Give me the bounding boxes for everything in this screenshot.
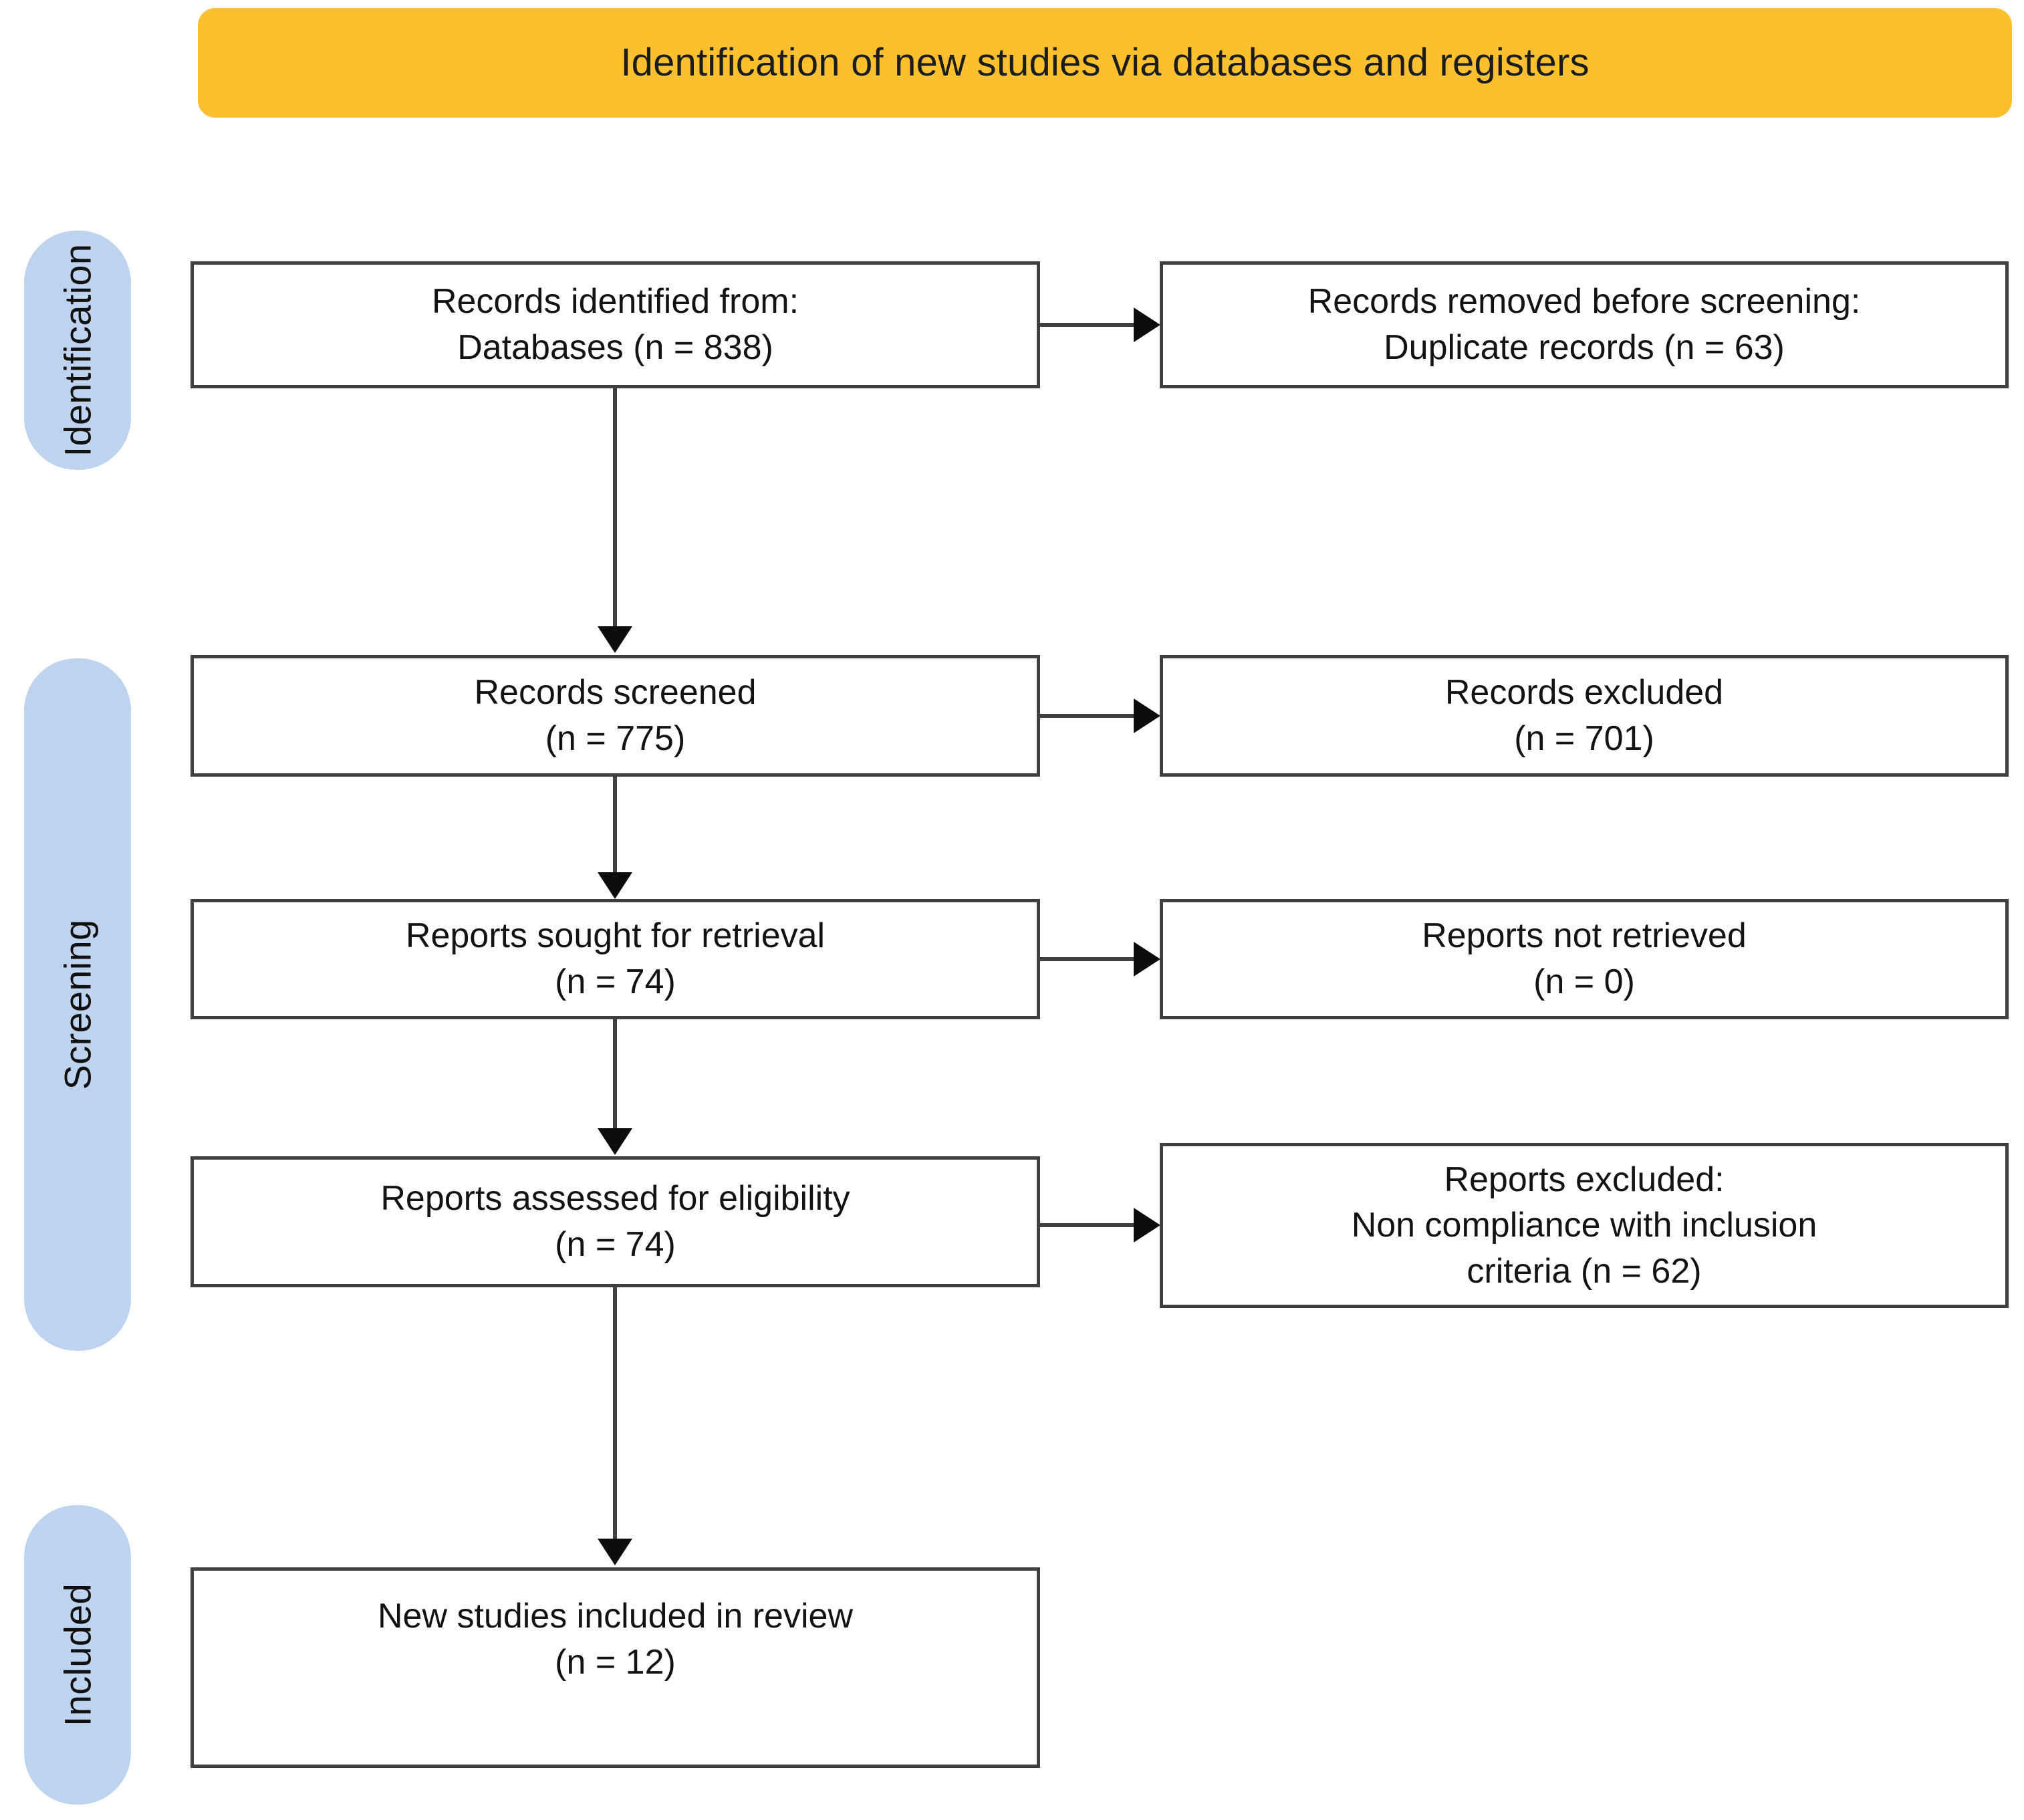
box-records-identified: Records identified from: Databases (n = … <box>191 261 1040 388</box>
connector-assessed-to-included <box>613 1287 617 1540</box>
connector-sought-to-assessed <box>613 1019 617 1130</box>
arrowhead-identified-to-removed <box>1134 307 1160 342</box>
box-reports-not-retrieved-line2: (n = 0) <box>1533 962 1635 1001</box>
arrowhead-assessed-to-included <box>598 1539 632 1565</box>
box-records-screened-line2: (n = 775) <box>545 719 686 758</box>
stage-pill-screening: Screening <box>24 658 131 1351</box>
box-reports-excluded-line2: Non compliance with inclusion <box>1351 1206 1817 1245</box>
connector-screened-to-excluded <box>1040 714 1135 718</box>
stage-label-screening: Screening <box>56 919 99 1090</box>
arrowhead-screened-to-sought <box>598 872 632 899</box>
box-reports-excluded-line1: Reports excluded: <box>1444 1160 1725 1199</box>
box-records-excluded-line2: (n = 701) <box>1514 719 1654 758</box>
box-records-screened-line1: Records screened <box>474 673 757 712</box>
connector-assessed-to-excluded <box>1040 1223 1135 1227</box>
box-records-removed: Records removed before screening: Duplic… <box>1160 261 2009 388</box>
box-reports-assessed-line1: Reports assessed for eligibility <box>380 1179 850 1218</box>
connector-identified-to-removed <box>1040 323 1135 327</box>
box-reports-assessed: Reports assessed for eligibility (n = 74… <box>191 1156 1040 1287</box>
box-records-removed-line1: Records removed before screening: <box>1307 282 1861 321</box>
box-new-studies-included: New studies included in review (n = 12) <box>191 1567 1040 1768</box>
box-reports-sought: Reports sought for retrieval (n = 74) <box>191 899 1040 1019</box>
box-reports-excluded-line3: criteria (n = 62) <box>1467 1251 1702 1291</box>
stage-pill-identification: Identification <box>24 231 131 470</box>
arrowhead-identified-to-screened <box>598 626 632 653</box>
box-records-excluded-line1: Records excluded <box>1444 673 1724 712</box>
diagram-title-banner: Identification of new studies via databa… <box>198 8 2012 118</box>
box-reports-assessed-line2: (n = 74) <box>555 1225 676 1264</box>
arrowhead-sought-to-not-retrieved <box>1134 942 1160 977</box>
box-records-removed-line2: Duplicate records (n = 63) <box>1384 328 1785 367</box>
arrowhead-sought-to-assessed <box>598 1128 632 1155</box>
box-reports-not-retrieved-line1: Reports not retrieved <box>1422 916 1747 956</box>
box-records-identified-line1: Records identified from: <box>431 282 799 321</box>
diagram-title: Identification of new studies via databa… <box>620 41 1590 85</box>
stage-label-identification: Identification <box>56 243 99 457</box>
box-records-identified-line2: Databases (n = 838) <box>457 328 773 367</box>
arrowhead-screened-to-excluded <box>1134 698 1160 733</box>
connector-identified-to-screened <box>613 388 617 628</box>
stage-pill-included: Included <box>24 1505 131 1805</box>
box-new-studies-included-line2: (n = 12) <box>555 1642 676 1682</box>
box-new-studies-included-line1: New studies included in review <box>377 1597 853 1636</box>
box-reports-sought-line2: (n = 74) <box>555 962 676 1001</box>
box-records-screened: Records screened (n = 775) <box>191 655 1040 777</box>
stage-label-included: Included <box>56 1583 99 1727</box>
connector-sought-to-not-retrieved <box>1040 957 1135 961</box>
box-reports-sought-line1: Reports sought for retrieval <box>405 916 826 956</box>
connector-screened-to-sought <box>613 777 617 874</box>
arrowhead-assessed-to-excluded <box>1134 1208 1160 1243</box>
box-records-excluded: Records excluded (n = 701) <box>1160 655 2009 777</box>
box-reports-excluded: Reports excluded: Non compliance with in… <box>1160 1143 2009 1308</box>
box-reports-not-retrieved: Reports not retrieved (n = 0) <box>1160 899 2009 1019</box>
